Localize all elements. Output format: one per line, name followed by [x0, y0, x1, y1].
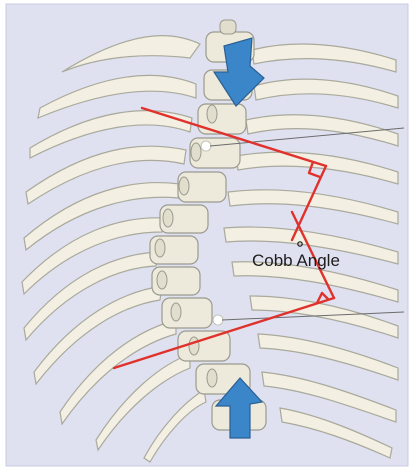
upper-end-vertebra-marker: [201, 141, 211, 151]
cobb-angle-label: Cobb Angle: [252, 251, 340, 270]
lower-end-vertebra-marker: [213, 315, 223, 325]
